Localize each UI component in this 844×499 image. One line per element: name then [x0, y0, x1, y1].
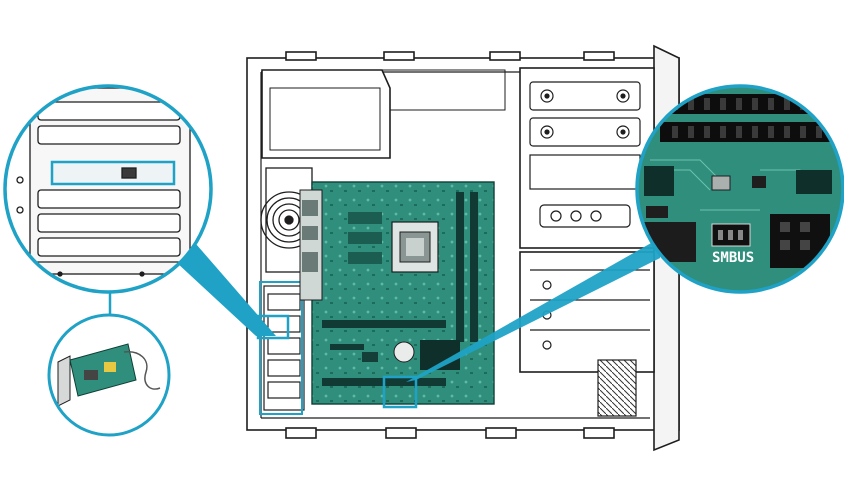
- zoom-smbus-header: SMBUS: [635, 84, 844, 294]
- zoom-network-card: [47, 313, 171, 437]
- slot-column-highlight: [259, 281, 303, 415]
- smbus-locator-box: [382, 375, 418, 409]
- zoom-expansion-slots: [3, 84, 213, 294]
- network-card: [57, 343, 161, 407]
- drive-bays: [529, 81, 650, 417]
- motherboard: [299, 181, 495, 405]
- right-callout-wedge: [406, 238, 660, 382]
- smbus-label: SMBUS: [712, 250, 754, 266]
- smbus-header-icon: [711, 223, 751, 247]
- left-callout-wedge: [176, 244, 276, 336]
- cpu-socket: [391, 221, 439, 273]
- rear-slot-brackets: [263, 285, 305, 411]
- target-slot-highlight: [50, 160, 176, 186]
